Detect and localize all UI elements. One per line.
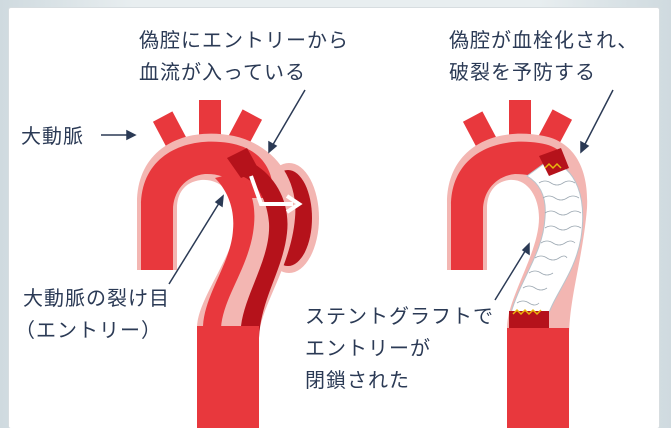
right-top-caption-line2: 破裂を予防する <box>449 56 596 88</box>
stent-caption-line2: エントリーが <box>305 332 431 364</box>
right-top-pointer-line <box>583 90 613 148</box>
right-top-pointer-head <box>581 142 588 152</box>
stent-caption-line3: 閉鎖された <box>305 364 410 396</box>
stent-caption-line1: ステントグラフトで <box>305 300 494 332</box>
right-lower-aorta <box>507 328 569 428</box>
left-lower-aorta <box>197 326 259 428</box>
left-top-pointer-head <box>269 142 276 152</box>
diagram-card: 偽腔にエントリーから 血流が入っている 大動脈 大動脈の裂け目 （エントリー） … <box>9 8 659 428</box>
aorta-label: 大動脈 <box>21 120 84 152</box>
left-top-caption-line1: 偽腔にエントリーから <box>139 24 349 56</box>
left-top-caption-line2: 血流が入っている <box>139 56 306 88</box>
right-top-caption-line1: 偽腔が血栓化され、 <box>449 24 638 56</box>
left-top-pointer-line <box>271 90 305 148</box>
tear-caption-line1: 大動脈の裂け目 <box>23 282 170 314</box>
aorta-label-arrowhead <box>127 131 135 139</box>
left-aorta <box>137 100 319 428</box>
tear-caption-line2: （エントリー） <box>15 314 162 346</box>
tear-pointer-head <box>216 196 223 206</box>
